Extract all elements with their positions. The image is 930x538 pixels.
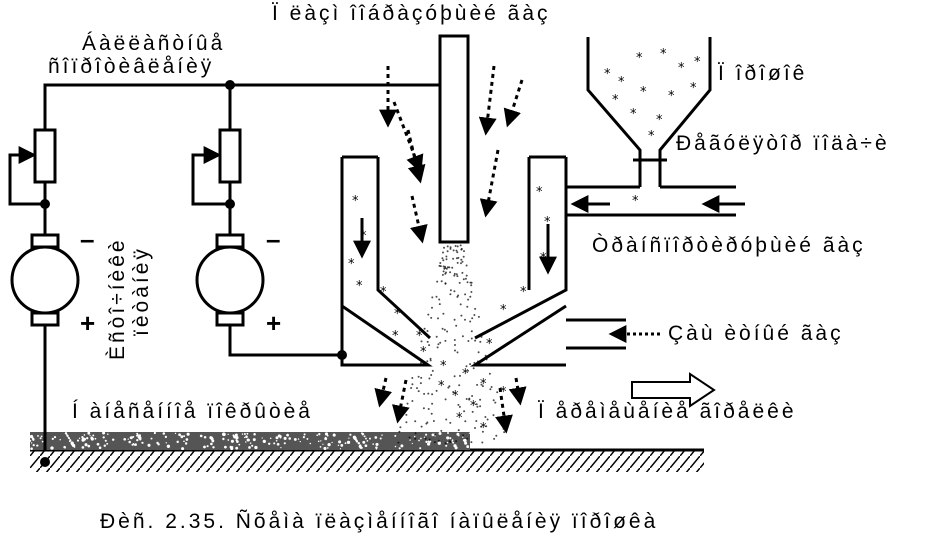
plasma-jet — [397, 244, 506, 445]
dashed-arrow-icon — [392, 101, 424, 174]
asterisk-particle-icon: * — [544, 215, 551, 230]
asterisk-particle-icon: * — [438, 379, 445, 394]
coating-label: Í àíåñåííîå ïîêðûòèå — [72, 400, 313, 423]
asterisk-particle-icon: * — [470, 399, 477, 414]
asterisk-particle-icon: * — [678, 61, 685, 76]
plasma-torch — [340, 34, 736, 367]
asterisk-particle-icon: * — [668, 89, 675, 104]
dashed-arrow-icon — [478, 65, 497, 136]
plus-sign: + — [80, 308, 95, 338]
asterisk-particle-icon: * — [648, 129, 655, 144]
dashed-arrow-icon — [406, 129, 426, 184]
asterisk-particle-icon: * — [356, 279, 363, 294]
asterisk-particle-icon: * — [500, 385, 507, 400]
generator-icon — [10, 233, 80, 327]
generator-icon — [195, 233, 265, 327]
dashed-arrow-icon — [410, 195, 428, 244]
dashed-arrow-icon — [503, 79, 524, 128]
asterisk-particle-icon: * — [636, 51, 643, 66]
dashed-arrow-icon — [374, 377, 393, 408]
variable-resistor-icon — [193, 128, 242, 184]
powder-particles: ************************************** — [348, 47, 701, 436]
protective-gas-label: Çàù èòíûé ãàç — [668, 322, 844, 345]
hollow-arrow-icon — [631, 372, 716, 408]
asterisk-particle-icon: * — [456, 411, 463, 426]
asterisk-particle-icon: * — [630, 107, 637, 122]
coating-layer — [29, 431, 471, 451]
power-sources-label-line1: Èñòî÷íèêè — [106, 237, 129, 360]
dashed-arrow-icon — [495, 387, 513, 434]
flow-arrows — [374, 65, 527, 434]
asterisk-particle-icon: * — [520, 285, 527, 300]
variable-resistor-icon — [10, 128, 57, 184]
asterisk-particle-icon: * — [394, 307, 401, 322]
asterisk-particle-icon: * — [536, 185, 543, 200]
asterisk-particle-icon: * — [540, 251, 547, 266]
transport-gas-label: Òðàíñïîðòèðóþùèé ãàç — [592, 234, 866, 257]
asterisk-particle-icon: * — [480, 421, 487, 436]
asterisk-particle-icon: * — [486, 337, 493, 352]
torch-movement-label: Ï åðåìåùåíèå ãîðåëêè — [538, 400, 797, 423]
plasma-gas-label: Ï ëàçì îîáðàçóþùèé ãàç — [272, 2, 551, 25]
asterisk-particle-icon: * — [452, 389, 459, 404]
dashed-arrow-icon — [479, 149, 500, 218]
asterisk-particle-icon: * — [500, 303, 507, 318]
asterisk-particle-icon: * — [660, 47, 667, 62]
asterisk-particle-icon: * — [604, 67, 611, 82]
asterisk-particle-icon: * — [348, 257, 355, 272]
asterisk-particle-icon: * — [380, 285, 387, 300]
asterisk-particle-icon: * — [480, 377, 487, 392]
ballast-label-line1: Áàëëàñòíûå — [82, 32, 225, 55]
asterisk-particle-icon: * — [618, 75, 625, 90]
asterisk-particle-icon: * — [612, 93, 619, 108]
powder-label: Ï îðîøîê — [718, 62, 807, 85]
asterisk-particle-icon: * — [694, 55, 701, 70]
power-sources-label-line2: ïèòàíèÿ — [130, 246, 153, 336]
dashed-arrow-icon — [508, 377, 527, 406]
asterisk-particle-icon: * — [416, 329, 423, 344]
asterisk-particle-icon: * — [640, 85, 647, 100]
asterisk-particle-icon: * — [632, 194, 639, 209]
plus-sign: + — [266, 308, 281, 338]
asterisk-particle-icon: * — [690, 81, 697, 96]
feeder-label: Ðåãóëÿòîð ïîäà÷è — [676, 132, 890, 155]
asterisk-particle-icon: * — [656, 113, 663, 128]
dashed-arrow-icon — [391, 379, 410, 424]
substrate — [30, 448, 704, 472]
asterisk-particle-icon: * — [392, 329, 399, 344]
asterisk-particle-icon: * — [352, 194, 359, 209]
ballast-label-line2: ñîïðîòèâëåíèÿ — [48, 55, 214, 78]
asterisk-particle-icon: * — [440, 359, 447, 374]
asterisk-particle-icon: * — [420, 345, 427, 360]
gas-flow-arrows — [353, 195, 745, 343]
minus-sign: – — [266, 224, 280, 254]
minus-sign: – — [80, 224, 94, 254]
figure-caption: Ðèñ. 2.35. Ñõåìà ïëàçìåííîãî íàïûëåíèÿ ï… — [100, 509, 658, 533]
asterisk-particle-icon: * — [462, 367, 469, 382]
